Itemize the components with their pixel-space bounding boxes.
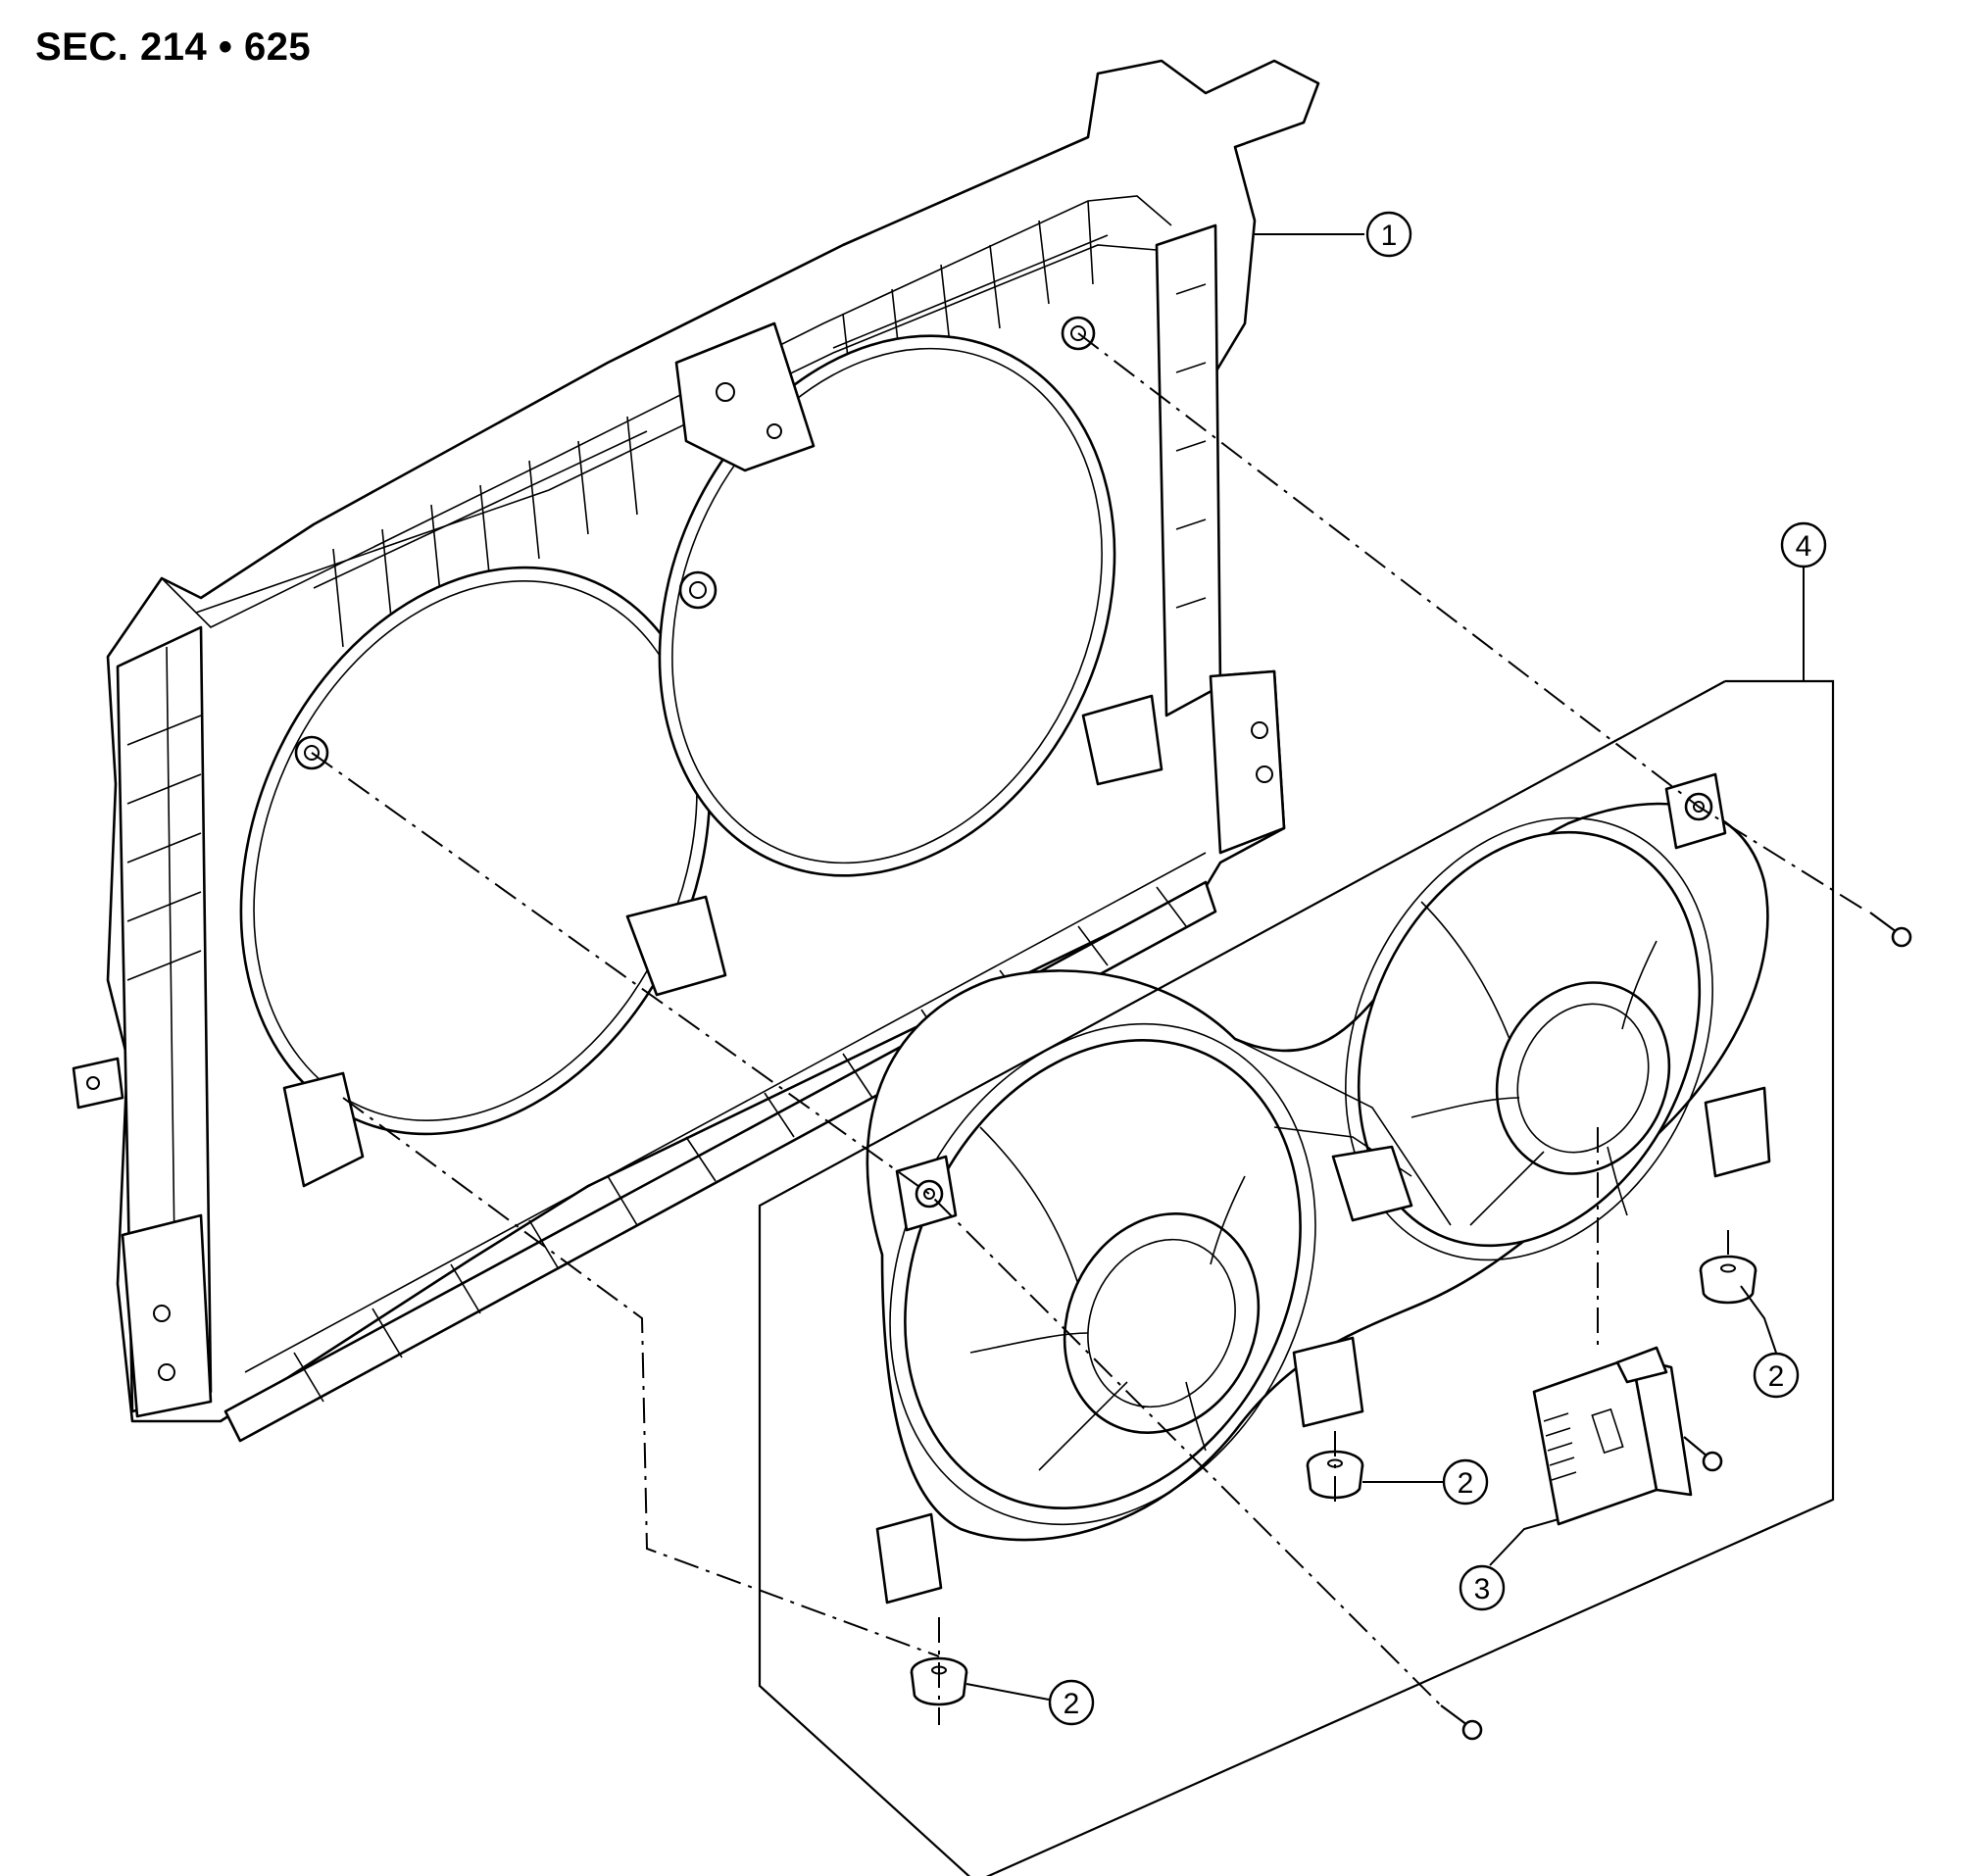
callout-bubble-2-right: 2	[1753, 1352, 1800, 1399]
callout-number-1: 1	[1381, 220, 1398, 252]
callout-bubble-3: 3	[1459, 1564, 1506, 1611]
alignment-lines	[311, 332, 1868, 1725]
grommet-upper-right	[1699, 1255, 1757, 1305]
callout-bubble-1: 1	[1365, 211, 1412, 258]
screw-upper-right	[1869, 912, 1912, 948]
callout-number-3: 3	[1474, 1573, 1491, 1605]
screw-module	[1683, 1436, 1723, 1472]
screw-lower	[1440, 1704, 1483, 1741]
callout-bubble-2-left: 2	[1048, 1679, 1095, 1726]
fan-control-module	[1532, 1346, 1693, 1526]
section-code-label: SEC. 214 • 625	[35, 25, 312, 69]
cooling-fan-assembly	[866, 772, 1771, 1604]
callout-bubble-2-middle: 2	[1442, 1458, 1489, 1506]
callout-number-4: 4	[1796, 530, 1812, 563]
callout-number-2-right: 2	[1768, 1360, 1785, 1393]
callout-bubble-4: 4	[1780, 521, 1827, 568]
callout-leaders	[965, 233, 1805, 1701]
callout-number-2-left: 2	[1064, 1688, 1080, 1720]
assembly-group-outline	[758, 679, 1835, 1876]
callout-number-2-middle: 2	[1458, 1467, 1474, 1500]
